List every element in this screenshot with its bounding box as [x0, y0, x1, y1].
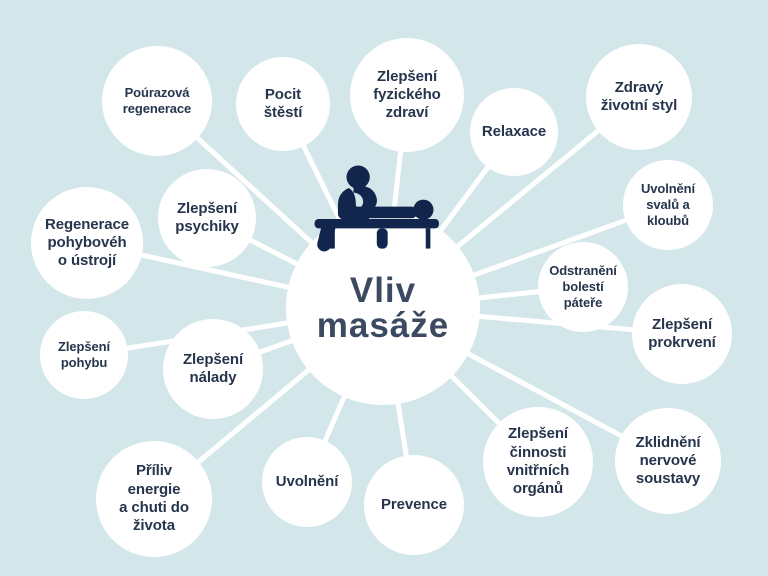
bubble-pourazova-regenerace[interactable]: Poúrazová regenerace	[102, 46, 212, 156]
spoke-line-regenerace-pohyboveho-ustroji	[135, 251, 295, 291]
bubble-odstraneni-bolesti-patere[interactable]: Odstranění bolestí páteře	[538, 242, 628, 332]
bubble-label: Uvolnění	[275, 472, 339, 490]
spoke-line-uvolneni-svalu-a-kloubu	[467, 216, 632, 279]
bubble-relaxace[interactable]: Relaxace	[470, 88, 558, 176]
bubble-label: Uvolnění svalů a kloubů	[640, 181, 696, 228]
bubble-label: Poúrazová regenerace	[122, 85, 192, 116]
bubble-label: Zlepšení činnosti vnitřních orgánů	[506, 425, 570, 498]
massage-therapist-icon	[314, 165, 439, 252]
bubble-zlepseni-prokrveni[interactable]: Zlepšení prokrvení	[632, 284, 732, 384]
bubble-label: Zklidnění nervové soustavy	[635, 433, 701, 488]
bubble-label: Pocit štěstí	[263, 85, 303, 121]
bubble-label: Zlepšení prokrvení	[648, 315, 716, 351]
bubble-label: Zdravý životní styl	[600, 78, 678, 114]
spoke-line-prevence	[394, 397, 410, 463]
spoke-line-priliv-energie	[192, 365, 315, 467]
bubble-label: Zlepšení psychiky	[175, 199, 239, 235]
bubble-uvolneni-svalu-a-kloubu[interactable]: Uvolnění svalů a kloubů	[623, 160, 713, 250]
spoke-line-zklidneni-nervove-soustavy	[462, 349, 628, 441]
spoke-line-relaxace	[436, 161, 493, 236]
spoke-line-zlepseni-nalady	[253, 336, 298, 356]
bubble-zlepseni-cinnosti-vnitrnich-organu[interactable]: Zlepšení činnosti vnitřních orgánů	[483, 407, 593, 517]
spoke-line-zlepseni-cinnosti-vnitrnich-organu	[446, 371, 505, 429]
bubble-zlepseni-pohybu[interactable]: Zlepšení pohybu	[40, 311, 128, 399]
bubble-zlepseni-fyzickeho-zdravi[interactable]: Zlepšení fyzického zdraví	[350, 38, 464, 152]
spoke-line-zdravy-zivotni-styl	[452, 125, 604, 252]
bubble-zlepseni-nalady[interactable]: Zlepšení nálady	[163, 319, 263, 419]
bubble-label: Prevence	[381, 495, 447, 513]
bubble-zklidneni-nervove-soustavy[interactable]: Zklidnění nervové soustavy	[615, 408, 721, 514]
center-title: Vliv masáže	[316, 271, 450, 345]
bubble-pocit-stesti[interactable]: Pocit štěstí	[236, 57, 330, 151]
bubble-label: Zlepšení fyzického zdraví	[373, 67, 441, 122]
bubble-prevence[interactable]: Prevence	[364, 455, 464, 555]
spoke-line-odstraneni-bolesti-patere	[472, 288, 545, 301]
bubble-zlepseni-psychiky[interactable]: Zlepšení psychiky	[158, 169, 256, 267]
spoke-line-zlepseni-fyzickeho-zdravi	[390, 145, 404, 219]
bubble-label: Zlepšení nálady	[182, 350, 244, 386]
bubble-uvolneni[interactable]: Uvolnění	[262, 437, 352, 527]
bubble-regenerace-pohyboveho-ustroji[interactable]: Regenerace pohybovéh o ústrojí	[31, 187, 143, 299]
spoke-line-pocit-stesti	[299, 140, 345, 227]
spoke-line-zlepseni-psychiky	[244, 235, 303, 269]
bubble-label: Relaxace	[481, 122, 547, 140]
spoke-line-pourazova-regenerace	[192, 132, 317, 248]
bubble-zdravy-zivotni-styl[interactable]: Zdravý životní styl	[586, 44, 692, 150]
bubble-label: Zlepšení pohybu	[58, 339, 110, 370]
spoke-line-uvolneni	[320, 390, 349, 447]
bubble-label: Příliv energie a chuti do života	[119, 462, 189, 535]
bubble-label: Regenerace pohybovéh o ústrojí	[44, 215, 130, 270]
bubble-priliv-energie[interactable]: Příliv energie a chuti do života	[96, 441, 212, 557]
bubble-label: Odstranění bolestí páteře	[549, 263, 617, 310]
